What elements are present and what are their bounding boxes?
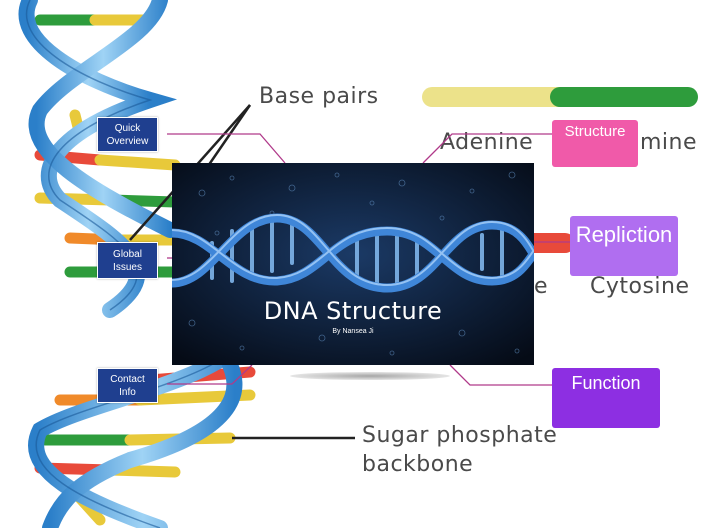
dna-helix-image [172,163,534,365]
card-shadow [290,372,450,380]
label-thymine: mine [640,130,698,155]
title-card[interactable]: DNA Structure By Nansea Ji [172,163,534,365]
contact-info-button[interactable]: Contact Info [97,368,158,403]
repliction-tile[interactable]: Repliction [570,216,678,276]
presentation-title: DNA Structure [263,297,443,325]
structure-label: Structure [564,123,626,140]
contact-info-label: Contact Info [110,373,145,398]
global-issues-button[interactable]: Global Issues [97,242,158,279]
function-label: Function [571,373,641,393]
label-base-pairs: Base pairs [259,84,379,109]
label-backbone: backbone [362,452,474,477]
function-tile[interactable]: Function [552,368,660,428]
presentation-byline: By Nansea Ji [332,328,374,335]
label-sugar-phosphate: Sugar phosphate [362,423,558,448]
label-cytosine: Cytosine [590,274,690,299]
structure-tile[interactable]: Structure [552,120,638,167]
global-issues-label: Global Issues [113,248,142,273]
label-guanine: e [534,274,549,299]
quick-overview-button[interactable]: Quick Overview [97,117,158,152]
quick-overview-label: Quick Overview [106,122,149,147]
repliction-label: Repliction [575,222,673,247]
